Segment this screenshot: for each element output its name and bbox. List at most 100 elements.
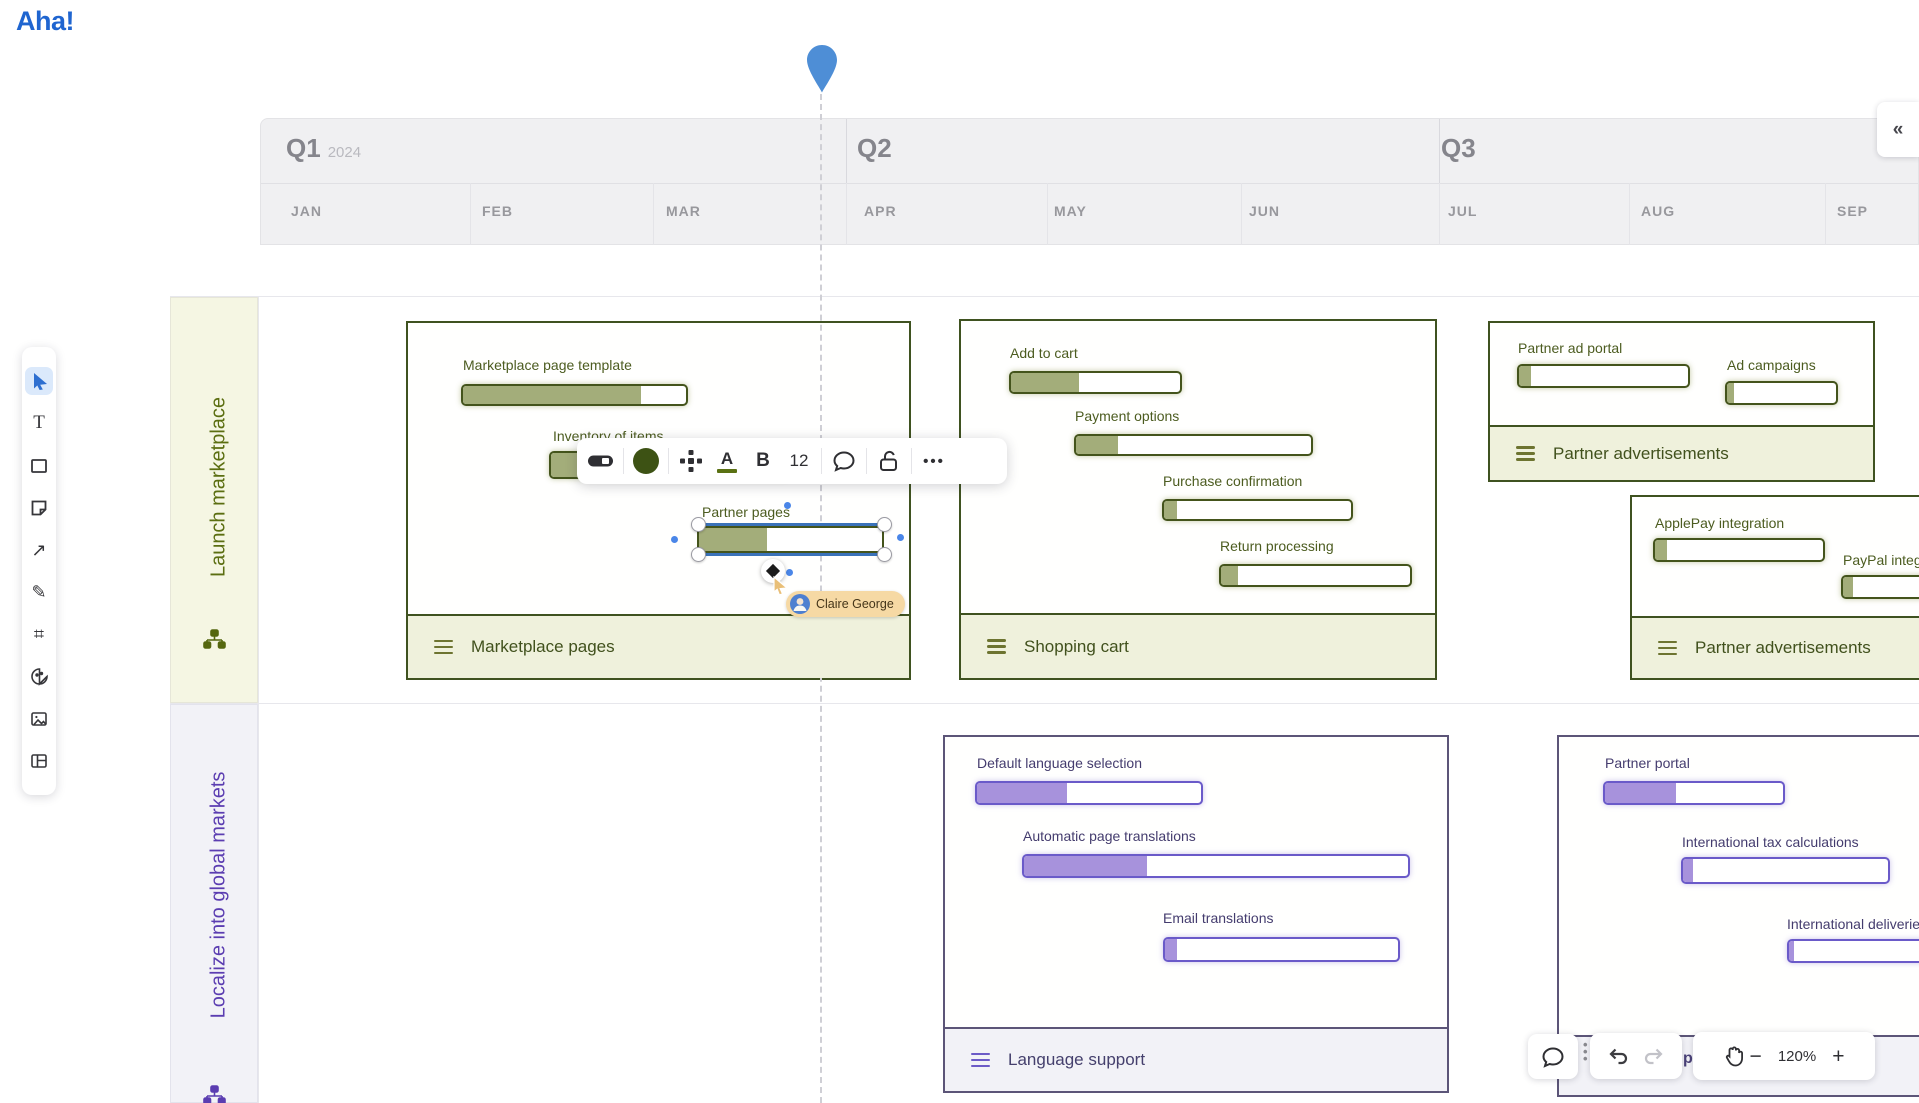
cursor-icon xyxy=(33,373,47,391)
feature-label[interactable]: PayPal integration xyxy=(1843,552,1919,568)
feature-label[interactable]: Return processing xyxy=(1220,538,1334,554)
hand-tool-icon[interactable] xyxy=(1724,1045,1744,1067)
feature-progress-bar[interactable] xyxy=(1653,538,1825,562)
font-size-button[interactable]: 12 xyxy=(789,451,809,470)
feature-label[interactable]: Purchase confirmation xyxy=(1163,473,1303,489)
selection-handle[interactable] xyxy=(691,517,706,532)
month-separator xyxy=(1629,183,1630,245)
fill-color-button[interactable] xyxy=(628,443,664,479)
quarter-year: 2024 xyxy=(327,144,362,161)
undo-redo-group xyxy=(1590,1033,1682,1079)
feature-progress-bar[interactable] xyxy=(1787,939,1919,963)
bold-button[interactable]: B xyxy=(756,450,770,471)
connector-tool[interactable]: ↗ xyxy=(25,536,53,564)
feature-label[interactable]: International deliveries xyxy=(1787,916,1919,932)
zoom-controls: − 120% + xyxy=(1693,1032,1875,1080)
feature-label[interactable]: Payment options xyxy=(1075,408,1180,424)
feature-label[interactable]: Partner pages xyxy=(702,504,790,520)
collapse-panel-button[interactable]: « xyxy=(1877,102,1919,157)
month-label: AUG xyxy=(1641,203,1676,219)
month-label: APR xyxy=(864,203,897,219)
pen-tool[interactable]: ✎ xyxy=(25,578,53,606)
feature-label[interactable]: Ad campaigns xyxy=(1727,357,1816,373)
image-tool[interactable] xyxy=(25,705,53,733)
selection-handle[interactable] xyxy=(877,547,892,562)
zoom-level: 120% xyxy=(1777,1047,1817,1065)
hamburger-icon xyxy=(971,1052,990,1068)
feature-progress-bar[interactable] xyxy=(1074,434,1313,456)
feature-progress-bar[interactable] xyxy=(1219,564,1412,587)
feature-label[interactable]: International tax calculations xyxy=(1682,834,1859,850)
drag-handle-dots[interactable]: ••• xyxy=(1583,1037,1588,1067)
border-style-button[interactable] xyxy=(583,443,619,479)
card-footer[interactable]: Partner advertisements xyxy=(1490,425,1873,480)
feature-progress-bar[interactable] xyxy=(1163,937,1400,962)
select-tool[interactable] xyxy=(25,367,53,396)
redo-icon[interactable] xyxy=(1643,1046,1665,1066)
sticker-tool[interactable] xyxy=(25,662,53,690)
pen-icon: ✎ xyxy=(31,582,47,603)
feature-label[interactable]: Partner portal xyxy=(1605,755,1690,771)
text-color-button[interactable]: A xyxy=(709,443,745,479)
feature-progress-bar[interactable] xyxy=(1841,575,1919,599)
feature-label[interactable]: Add to cart xyxy=(1010,345,1078,361)
initiative-icon xyxy=(203,629,226,649)
feature-progress-bar[interactable] xyxy=(1725,381,1838,405)
card-footer[interactable]: Shopping cart xyxy=(961,613,1435,678)
position-button[interactable] xyxy=(673,443,709,479)
feature-progress-bar[interactable] xyxy=(1009,371,1182,394)
sticky-note-tool[interactable] xyxy=(25,494,53,522)
card-footer[interactable]: Language support xyxy=(945,1027,1447,1091)
comments-button[interactable] xyxy=(1528,1034,1578,1079)
month-separator xyxy=(653,183,654,245)
lane-label-launch-marketplace[interactable]: Launch marketplace xyxy=(207,396,230,578)
card-footer[interactable]: Marketplace pages xyxy=(408,614,909,678)
selection-handle[interactable] xyxy=(877,517,892,532)
card-marketplace-pages[interactable]: Marketplace pages xyxy=(406,321,911,680)
feature-label[interactable]: Email translations xyxy=(1163,910,1274,926)
feature-label[interactable]: ApplePay integration xyxy=(1655,515,1785,531)
shape-tool[interactable] xyxy=(25,452,53,480)
comment-icon xyxy=(833,451,855,472)
comment-button[interactable] xyxy=(826,443,862,479)
card-footer-title-fragment: p xyxy=(1683,1050,1693,1067)
lane-localize-global-band[interactable] xyxy=(170,704,258,1103)
hamburger-icon xyxy=(1516,446,1535,461)
table-icon xyxy=(31,753,47,768)
feature-progress-bar[interactable] xyxy=(1681,857,1890,884)
lock-button[interactable] xyxy=(871,443,907,479)
feature-progress-bar[interactable] xyxy=(975,781,1203,805)
more-options-button[interactable]: ••• xyxy=(923,452,945,470)
unlock-icon xyxy=(879,450,897,471)
feature-label[interactable]: Partner ad portal xyxy=(1518,340,1623,356)
feature-label[interactable]: Default language selection xyxy=(977,755,1143,771)
snap-dot xyxy=(786,569,793,576)
snap-dot xyxy=(897,534,904,541)
feature-label[interactable]: Marketplace page template xyxy=(463,357,632,373)
card-footer[interactable]: Partner advertisements xyxy=(1632,616,1919,678)
frame-tool[interactable]: ⌗ xyxy=(25,620,53,648)
text-tool[interactable]: T xyxy=(25,409,53,437)
feature-progress-bar[interactable] xyxy=(1022,854,1410,878)
text-tool-icon: T xyxy=(33,412,45,434)
feature-progress-bar[interactable] xyxy=(1517,364,1690,388)
feature-progress-bar[interactable] xyxy=(1603,781,1785,805)
month-separator xyxy=(846,183,847,245)
selection-handle[interactable] xyxy=(691,547,706,562)
zoom-out-button[interactable]: − xyxy=(1749,1044,1762,1068)
aha-logo[interactable]: Aha! xyxy=(16,6,75,36)
comment-bubble-icon xyxy=(1542,1046,1564,1068)
feature-progress-bar[interactable] xyxy=(461,384,688,406)
selected-feature-progress-bar[interactable] xyxy=(697,523,884,556)
format-toolbar: A B 12 ••• xyxy=(577,438,1007,484)
feature-label[interactable]: Automatic page translations xyxy=(1023,828,1196,844)
feature-progress-bar[interactable] xyxy=(1162,499,1353,521)
table-tool[interactable] xyxy=(25,747,53,775)
border-style-icon xyxy=(588,455,613,467)
lane-label-localize-global-markets[interactable]: Localize into global markets xyxy=(207,771,230,1019)
zoom-in-button[interactable]: + xyxy=(1832,1044,1845,1068)
undo-icon[interactable] xyxy=(1607,1046,1629,1066)
timeline-pin-icon[interactable] xyxy=(805,44,839,94)
